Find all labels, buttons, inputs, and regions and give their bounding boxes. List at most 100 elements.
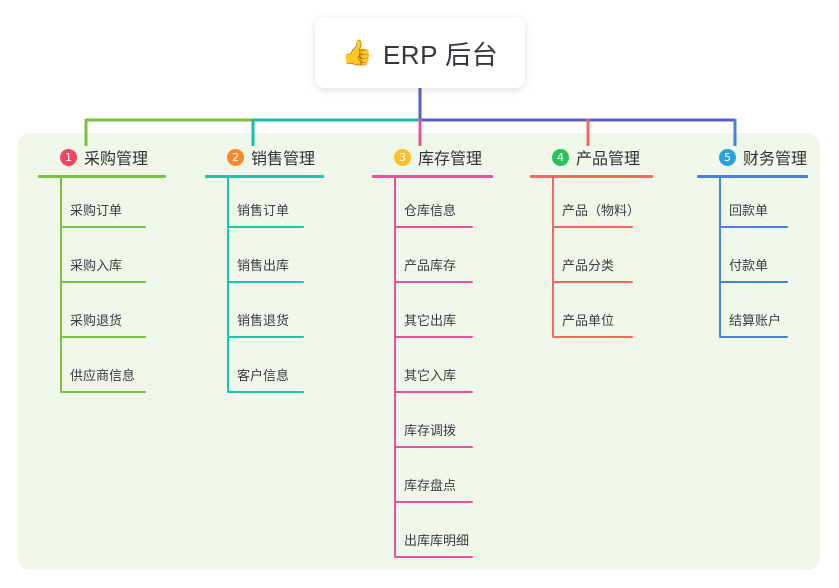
branch-item[interactable]: 产品（物料） (530, 204, 660, 228)
branch-item-label: 其它入库 (404, 368, 457, 383)
branch-item-underline (60, 336, 146, 338)
branch-item-underline (227, 226, 304, 228)
branch-spine (552, 178, 554, 336)
branch-item[interactable]: 供应商信息 (38, 369, 173, 393)
branch-item-underline (719, 226, 788, 228)
branch-underline (38, 175, 166, 178)
branch-column-2: 2 销售管理销售订单销售出库销售退货客户信息 (205, 146, 351, 393)
branch-item-underline (394, 501, 473, 503)
branch-item-label: 结算账户 (729, 313, 782, 328)
branch-badge-2: 2 (227, 148, 244, 166)
branch-item[interactable]: 其它出库 (372, 314, 500, 338)
branch-title: 库存管理 (418, 151, 483, 168)
branch-item-list: 仓库信息产品库存其它出库其它入库库存调拨库存盘点出库库明细 (372, 178, 520, 558)
branch-item[interactable]: 产品库存 (372, 259, 500, 283)
branch-item-underline (719, 281, 788, 283)
branch-item[interactable]: 客户信息 (205, 369, 331, 393)
branch-item-underline (394, 446, 473, 448)
branch-item-label: 产品库存 (404, 258, 457, 273)
branch-item-underline (552, 281, 633, 283)
branch-item[interactable]: 采购订单 (38, 204, 173, 228)
branch-spine (60, 178, 62, 391)
branch-item-underline (227, 336, 304, 338)
branch-column-4: 4 产品管理产品（物料） 产品分类产品单位 (530, 146, 680, 338)
branch-item-underline (394, 556, 473, 558)
branch-item-underline (719, 336, 788, 338)
branch-item[interactable]: 销售订单 (205, 204, 331, 228)
branch-spine (719, 178, 721, 336)
branch-item-underline (60, 226, 146, 228)
branch-item[interactable]: 库存调拨 (372, 424, 500, 448)
branch-item[interactable]: 付款单 (697, 259, 815, 283)
branch-item-list: 产品（物料） 产品分类产品单位 (530, 178, 680, 338)
branch-item-label: 其它出库 (404, 313, 457, 328)
branch-header-4[interactable]: 4 产品管理 (530, 146, 680, 168)
branch-item-label: 销售订单 (237, 203, 290, 218)
branch-item-label: 库存盘点 (404, 478, 457, 493)
branch-item-underline (394, 281, 473, 283)
branch-item[interactable]: 回款单 (697, 204, 815, 228)
branch-item-list: 采购订单采购入库采购退货供应商信息 (38, 178, 193, 393)
branch-header-3[interactable]: 3 库存管理 (372, 146, 520, 168)
branch-item-label: 仓库信息 (404, 203, 457, 218)
branch-title: 财务管理 (743, 151, 808, 168)
branch-spine (394, 178, 396, 556)
branch-item-label: 付款单 (729, 258, 769, 273)
branch-item[interactable]: 出库库明细 (372, 534, 500, 558)
branch-badge-5: 5 (719, 148, 736, 166)
branch-item-label: 采购退货 (70, 313, 123, 328)
branch-item[interactable]: 销售出库 (205, 259, 331, 283)
branch-item[interactable]: 销售退货 (205, 314, 331, 338)
branch-item-underline (394, 336, 473, 338)
branch-item-underline (227, 391, 304, 393)
branch-item-underline (60, 281, 146, 283)
branch-item-label: 销售退货 (237, 313, 290, 328)
root-node[interactable]: 👍 ERP 后台 (315, 18, 525, 88)
branch-item-label: 产品分类 (562, 258, 615, 273)
branch-item[interactable]: 仓库信息 (372, 204, 500, 228)
branch-item-underline (394, 391, 473, 393)
branch-title: 销售管理 (251, 151, 316, 168)
branch-badge-3: 3 (394, 148, 411, 166)
branch-header-5[interactable]: 5 财务管理 (697, 146, 835, 168)
branch-underline (697, 175, 808, 178)
branch-title: 产品管理 (576, 151, 641, 168)
branch-item-list: 回款单付款单结算账户 (697, 178, 835, 338)
branch-column-5: 5 财务管理回款单付款单结算账户 (697, 146, 835, 338)
branch-item[interactable]: 其它入库 (372, 369, 500, 393)
branch-item-label: 出库库明细 (404, 533, 470, 548)
branch-item-underline (60, 391, 146, 393)
branch-item-underline (552, 336, 633, 338)
branch-item-label: 采购订单 (70, 203, 123, 218)
branch-badge-4: 4 (552, 148, 569, 166)
branch-item-label: 客户信息 (237, 368, 290, 383)
branch-item[interactable]: 采购退货 (38, 314, 173, 338)
branch-item-label: 销售出库 (237, 258, 290, 273)
branch-item-label: 产品单位 (562, 313, 615, 328)
branch-item-label: 供应商信息 (70, 368, 136, 383)
branch-item-label: 产品（物料） (562, 203, 641, 218)
branch-title: 采购管理 (84, 151, 149, 168)
branch-item-underline (227, 281, 304, 283)
branch-item-label: 库存调拨 (404, 423, 457, 438)
branch-item-underline (394, 226, 473, 228)
branch-item-label: 采购入库 (70, 258, 123, 273)
branch-item-underline (552, 226, 633, 228)
branch-item[interactable]: 产品单位 (530, 314, 660, 338)
branch-column-1: 1 采购管理采购订单采购入库采购退货供应商信息 (38, 146, 193, 393)
branch-underline (372, 175, 493, 178)
branch-item[interactable]: 库存盘点 (372, 479, 500, 503)
branch-badge-1: 1 (60, 148, 77, 166)
diagram-panel (18, 133, 820, 570)
branch-item[interactable]: 结算账户 (697, 314, 815, 338)
root-title: ERP 后台 (382, 39, 499, 70)
branch-item[interactable]: 产品分类 (530, 259, 660, 283)
branch-item-list: 销售订单销售出库销售退货客户信息 (205, 178, 351, 393)
branch-item-label: 回款单 (729, 203, 769, 218)
branch-header-2[interactable]: 2 销售管理 (205, 146, 351, 168)
branch-column-3: 3 库存管理仓库信息产品库存其它出库其它入库库存调拨库存盘点出库库明细 (372, 146, 520, 558)
branch-header-1[interactable]: 1 采购管理 (38, 146, 193, 168)
branch-item[interactable]: 采购入库 (38, 259, 173, 283)
branch-underline (205, 175, 324, 178)
